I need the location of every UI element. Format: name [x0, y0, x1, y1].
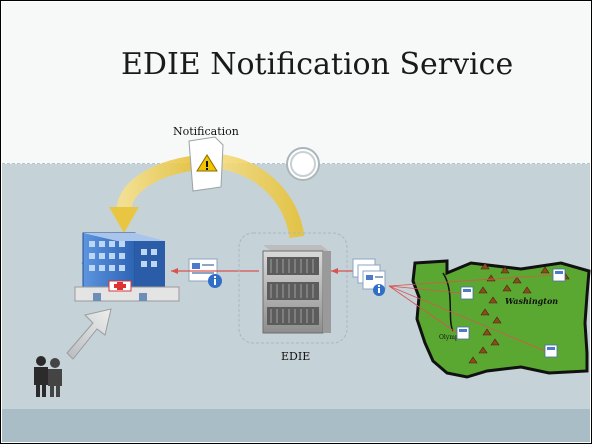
user-access-arrow	[66, 308, 112, 360]
hospital-message-icon	[188, 258, 222, 288]
map-state-label: Washington	[505, 296, 558, 306]
map-city-label: Olympia	[439, 334, 465, 341]
decorative-circle	[286, 147, 320, 181]
edie-label: EDIE	[281, 350, 311, 363]
washington-state-map: Washington Olympia	[388, 259, 591, 379]
slide-title: EDIE Notification Service	[121, 47, 514, 82]
bottom-band	[2, 409, 590, 442]
top-band	[2, 2, 590, 164]
incoming-messages-icon	[352, 258, 386, 296]
people-icon	[34, 356, 62, 397]
edie-server-icon	[238, 232, 348, 344]
hospital-building-icon	[74, 232, 180, 302]
notification-document-icon	[188, 136, 224, 192]
notification-label: Notification	[173, 125, 239, 138]
